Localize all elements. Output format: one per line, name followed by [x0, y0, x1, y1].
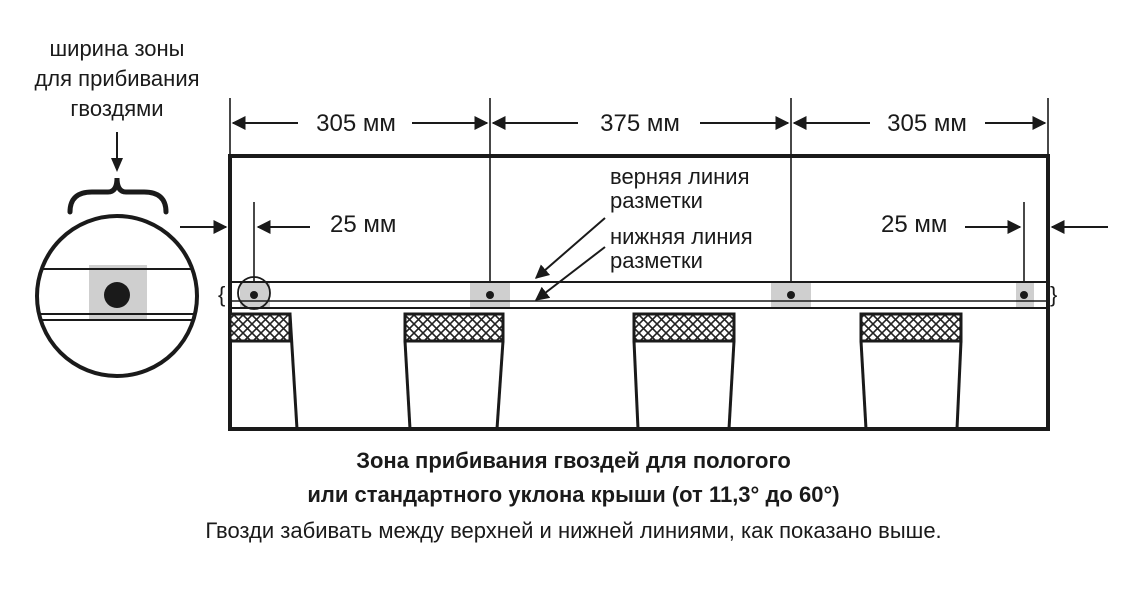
nail-zone-width-label: ширина зоны для прибивания гвоздями [34, 36, 199, 121]
dim-right-305: 305 мм [887, 110, 967, 137]
upper-line-label-1: верняя линия [610, 164, 749, 189]
dim-right-25: 25 мм [881, 211, 947, 238]
lower-line-label-1: нижняя линия [610, 224, 753, 249]
dim-middle-375: 375 мм [600, 110, 680, 137]
caption-title-line-2: или стандартного уклона крыши (от 11,3° … [307, 482, 840, 507]
lower-line-label-2: разметки [610, 248, 703, 273]
caption-instruction: Гвозди забивать между верхней и нижней л… [205, 518, 942, 543]
zone-label-line-2: для прибивания [34, 66, 199, 91]
upper-line-label-2: разметки [610, 188, 703, 213]
nail-2 [486, 291, 494, 299]
magnified-nail-head [104, 282, 130, 308]
dim-left-25: 25 мм [330, 211, 396, 238]
magnified-nail-detail [35, 214, 199, 378]
zone-label-line-1: ширина зоны [50, 36, 185, 61]
lower-line-callout: нижняя линия разметки [534, 224, 753, 301]
dim-left-305: 305 мм [316, 110, 396, 137]
extension-lines [229, 98, 1049, 282]
strip-brace-right: } [1050, 282, 1057, 307]
nail-3 [787, 291, 795, 299]
nailing-strip: { } [218, 276, 1057, 310]
tab-2 [403, 312, 505, 430]
zone-width-brace [67, 177, 169, 215]
zone-label-line-3: гвоздями [70, 96, 163, 121]
zone-label-down-arrow [111, 132, 123, 172]
shingle-tabs [228, 312, 963, 430]
shingle-outline [228, 154, 1050, 431]
caption-title-line-1: Зона прибивания гвоздей для пологого [356, 448, 791, 473]
top-dimension-row: 305 мм 375 мм 305 мм [231, 110, 1047, 137]
tab-3 [632, 312, 736, 430]
strip-brace-left: { [218, 282, 225, 307]
right-25mm-dimension: 25 мм [881, 211, 1108, 238]
tab-1 [228, 312, 299, 430]
nail-4 [1020, 291, 1028, 299]
upper-line-callout: верняя линия разметки [534, 164, 749, 279]
nail-highlight-circle [237, 276, 271, 310]
nail-1 [250, 291, 258, 299]
tab-4 [859, 312, 963, 430]
left-25mm-dimension: 25 мм [180, 211, 396, 238]
